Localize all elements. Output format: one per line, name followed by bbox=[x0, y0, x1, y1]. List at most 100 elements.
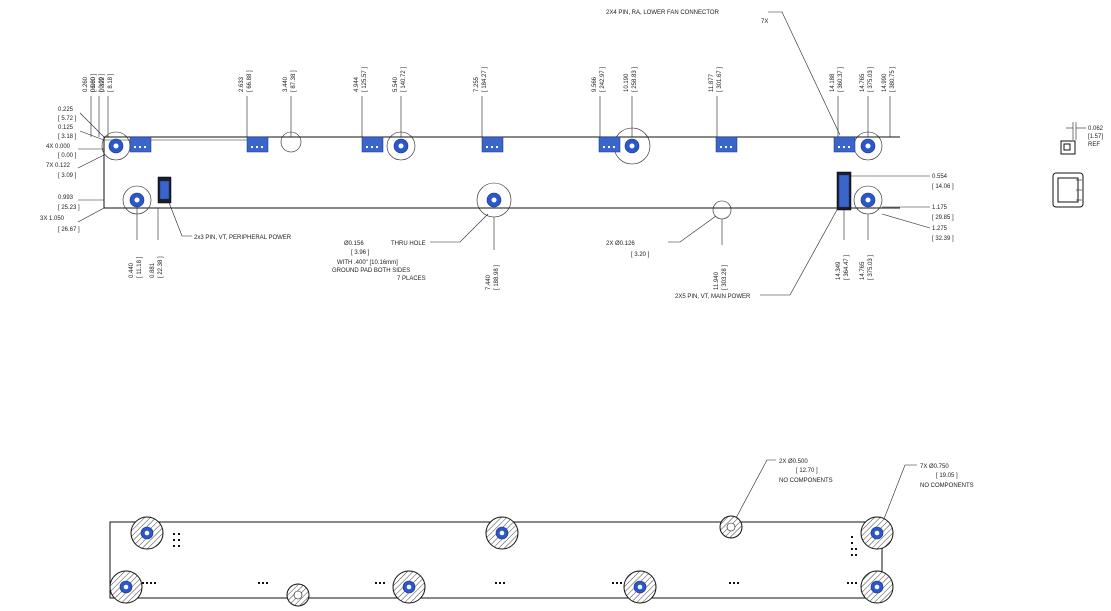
thru-hole-dia: Ø0.156 bbox=[344, 241, 364, 247]
side-ref: REF bbox=[1088, 142, 1100, 148]
keepout-small-note-3: NO COMPONENTS bbox=[779, 478, 833, 484]
keepout-large-leader bbox=[883, 464, 917, 520]
fan-connector-2 bbox=[246, 136, 269, 153]
fan-connector-5 bbox=[598, 136, 621, 153]
right-dim-3-in: 1.275 bbox=[932, 226, 948, 232]
thru-hole-leader bbox=[430, 213, 489, 243]
keepout-large-2 bbox=[109, 570, 143, 604]
top-dim-4-in: 2.633 bbox=[239, 76, 245, 92]
small-hole-dia: 2X Ø0.126 bbox=[606, 241, 635, 247]
mount-hole-middle bbox=[476, 182, 512, 218]
mount-hole-top-left bbox=[101, 131, 131, 161]
right-dim-1-mm: [ 14.06 ] bbox=[932, 184, 954, 190]
top-dim-4-mm: [ 66.88 ] bbox=[247, 70, 253, 92]
top-dim-3-in: 0.322 bbox=[100, 76, 106, 92]
mount-hole-bottom-right bbox=[853, 185, 883, 215]
top-dim-9-mm: [ 242.97 ] bbox=[600, 67, 606, 92]
top-dim-7-in: 5.540 bbox=[393, 76, 399, 92]
keepout-small-note-2: [ 12.70 ] bbox=[796, 468, 818, 474]
thru-hole-pad-2: GROUND PAD BOTH SIDES bbox=[332, 268, 410, 274]
keepout-large-4 bbox=[485, 516, 519, 550]
left-dims-group: 0.225 [ 5.72 ] 0.125 [ 3.18 ] 4X 0.000 [… bbox=[40, 107, 105, 233]
mount-hole-top-2 bbox=[386, 131, 416, 161]
top-dim-11-in: 11.877 bbox=[709, 73, 715, 92]
bottom-dims-group: 0.440[ 11.18 ]0.881[ 22.38 ]7.440[ 188.9… bbox=[129, 255, 874, 290]
left-dim-4-in: 7X 0.122 bbox=[46, 163, 71, 169]
top-dim-3-mm: [ 8.18 ] bbox=[108, 73, 114, 92]
side-connector-small-inner bbox=[1063, 143, 1071, 151]
top-dims-group: 0.260[ 6.60 ]0.000[ 0.00 ]0.322[ 8.18 ]2… bbox=[83, 67, 896, 137]
side-thickness-mm: [1.57] bbox=[1088, 134, 1103, 140]
keepout-large-1 bbox=[130, 516, 164, 550]
main-power-note: 2X5 PIN, VT, MAIN POWER bbox=[675, 294, 751, 300]
top-dim-5-in: 3.440 bbox=[283, 76, 289, 92]
keepout-small-1 bbox=[286, 583, 310, 607]
right-dim-2-in: 1.175 bbox=[932, 205, 948, 211]
bottom-dim-3-mm: [ 188.98 ] bbox=[494, 265, 500, 290]
top-view: 0.260[ 6.60 ]0.000[ 0.00 ]0.322[ 8.18 ]2… bbox=[40, 10, 954, 300]
fan-connector-4 bbox=[481, 136, 504, 153]
main-power-leader bbox=[760, 207, 839, 296]
left-dim-3-mm: [ 0.00 ] bbox=[58, 153, 77, 159]
top-dim-10-mm: [ 258.83 ] bbox=[632, 67, 638, 92]
small-hole-leader bbox=[668, 215, 717, 243]
left-dim-2-mm: [ 3.18 ] bbox=[58, 134, 77, 140]
bottom-dim-ticks bbox=[136, 208, 869, 250]
left-dim-6-in: 3X 1.050 bbox=[40, 216, 65, 222]
top-dim-2-mm: [ 0.00 ] bbox=[99, 73, 105, 92]
fan-connector-6 bbox=[715, 136, 738, 153]
top-dim-13-in: 14.765 bbox=[860, 73, 866, 92]
bottom-view: 2X Ø0.500 [ 12.70 ] NO COMPONENTS 7X Ø0.… bbox=[109, 459, 974, 607]
right-dims-group: 0.554 [ 14.06 ] 1.175 [ 29.85 ] 1.275 [ … bbox=[851, 174, 954, 242]
top-dim-14-mm: [ 380.75 ] bbox=[890, 67, 896, 92]
bottom-dim-4-in: 11.940 bbox=[714, 271, 720, 290]
top-dim-12-mm: [ 360.37 ] bbox=[838, 67, 844, 92]
fan-connector-3 bbox=[361, 136, 384, 153]
peripheral-power-connector-pins bbox=[159, 180, 170, 200]
keepout-large-note-2: [ 19.05 ] bbox=[936, 473, 958, 479]
bottom-dim-5-mm: [ 364.47 ] bbox=[844, 255, 850, 280]
thru-hole-pad-1: WITH .400" [10.16mm] bbox=[337, 260, 398, 266]
side-connector-small bbox=[1060, 140, 1076, 155]
right-dim-1-in: 0.554 bbox=[932, 174, 948, 180]
right-dim-2-mm: [ 29.85 ] bbox=[932, 215, 954, 221]
fan-connector-1 bbox=[129, 136, 152, 153]
bottom-dim-1-mm: [ 11.18 ] bbox=[137, 256, 143, 278]
side-connector-large-inner bbox=[1057, 177, 1079, 203]
bottom-dim-3-in: 7.440 bbox=[486, 274, 492, 290]
left-dim-5-mm: [ 25.23 ] bbox=[58, 205, 80, 211]
top-dim-6-mm: [ 125.57 ] bbox=[362, 67, 368, 92]
left-dim-1-mm: [ 5.72 ] bbox=[58, 116, 77, 122]
bottom-dim-6-in: 14.765 bbox=[860, 261, 866, 280]
bottom-dim-1-in: 0.440 bbox=[129, 262, 135, 278]
top-dim-1-mm: [ 6.60 ] bbox=[91, 73, 97, 92]
bottom-dim-5-in: 14.349 bbox=[836, 261, 842, 280]
keepout-large-note-3: NO COMPONENTS bbox=[920, 483, 974, 489]
peripheral-power-leader bbox=[167, 199, 192, 237]
thru-hole-label: THRU HOLE bbox=[391, 241, 426, 247]
keepout-large-note-1: 7X Ø0.750 bbox=[920, 464, 949, 470]
side-connector-large bbox=[1052, 172, 1084, 208]
keepout-large-3 bbox=[392, 570, 426, 604]
left-dim-3-in: 4X 0.000 bbox=[46, 144, 71, 150]
side-view: 0.062 [1.57] REF bbox=[1052, 122, 1104, 208]
thru-hole-mm: [ 3.96 ] bbox=[351, 250, 370, 256]
left-dim-4-mm: [ 3.09 ] bbox=[58, 173, 77, 179]
keepout-small-note-1: 2X Ø0.500 bbox=[779, 459, 808, 465]
top-dim-6-in: 4.944 bbox=[354, 76, 360, 92]
bottom-dim-4-mm: [ 303.28 ] bbox=[722, 265, 728, 290]
fan-connector-7 bbox=[833, 136, 856, 153]
top-dim-8-in: 7.255 bbox=[474, 76, 480, 92]
top-dim-12-in: 14.188 bbox=[830, 73, 836, 92]
mount-hole-bottom-left bbox=[122, 185, 152, 215]
main-power-connector-pins bbox=[838, 174, 850, 208]
bottom-dim-6-mm: [ 375.03 ] bbox=[868, 255, 874, 280]
peripheral-power-note: 2x3 PIN, VT, PERIPHERAL POWER bbox=[194, 235, 292, 241]
top-dim-9-in: 9.566 bbox=[592, 76, 598, 92]
bottom-dim-2-in: 0.881 bbox=[150, 262, 156, 278]
fan-connector-qty: 7X bbox=[761, 19, 768, 25]
top-dim-5-mm: [ 87.38 ] bbox=[291, 70, 297, 92]
top-dim-13-mm: [ 375.03 ] bbox=[868, 67, 874, 92]
left-dim-2-in: 0.125 bbox=[58, 125, 74, 131]
